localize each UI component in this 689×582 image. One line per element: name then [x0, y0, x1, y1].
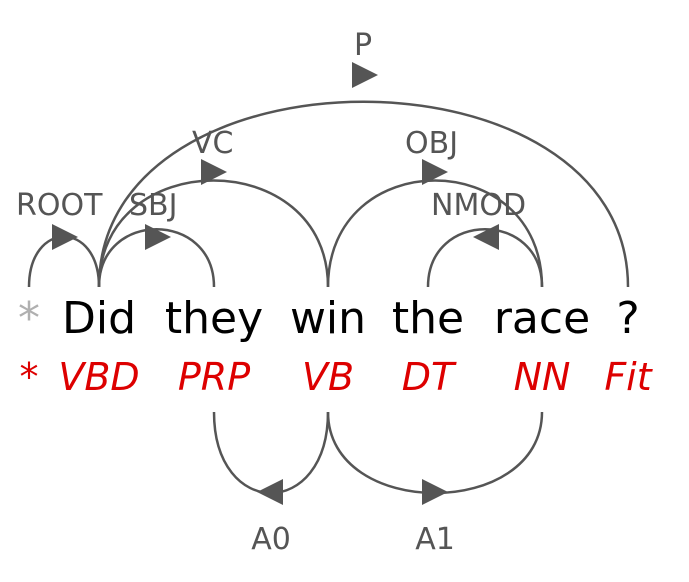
token-word-they: they [165, 293, 263, 344]
dep-arc-vc [97, 179, 330, 288]
dep-arrow-p [352, 62, 378, 88]
token-tag-did: VBD [58, 355, 139, 399]
srl-arrow-a0 [257, 479, 283, 505]
dep-arrow-nmod [473, 224, 499, 250]
dep-label-vc: VC [192, 126, 233, 161]
token-word-root: * [18, 293, 40, 344]
token-word-question: ? [616, 293, 639, 344]
dep-arrow-root [52, 224, 78, 250]
dep-label-p: P [354, 28, 372, 63]
token-word-the: the [392, 293, 464, 344]
token-tag-question: Fit [604, 355, 653, 399]
dep-arrow-sbj [145, 224, 171, 250]
token-tag-the: DT [402, 355, 457, 399]
token-word-did: Did [62, 293, 136, 344]
token-tag-win: VB [302, 355, 354, 399]
srl-label-a0: A0 [251, 522, 291, 557]
srl-label-a1: A1 [415, 522, 455, 557]
srl-arc-a0 [212, 411, 330, 495]
dep-arrow-obj [422, 159, 448, 185]
dep-label-sbj: SBJ [129, 188, 177, 223]
srl-arc-a1 [326, 411, 544, 495]
dep-arc-p [97, 100, 630, 288]
token-tag-race: NN [514, 355, 571, 399]
srl-arrow-a1 [422, 479, 448, 505]
dep-label-obj: OBJ [405, 126, 458, 161]
dep-label-root: ROOT [16, 188, 103, 223]
dep-arc-sbj [97, 228, 216, 288]
dep-label-nmod: NMOD [431, 188, 526, 223]
token-tag-root: * [20, 355, 39, 399]
dep-arc-root [27, 235, 101, 288]
token-word-win: win [290, 293, 366, 344]
dep-arc-obj [326, 179, 544, 288]
dep-arrow-vc [201, 159, 227, 185]
token-word-race: race [494, 293, 590, 344]
dep-arc-nmod [426, 228, 544, 288]
token-tag-they: PRP [178, 355, 250, 399]
